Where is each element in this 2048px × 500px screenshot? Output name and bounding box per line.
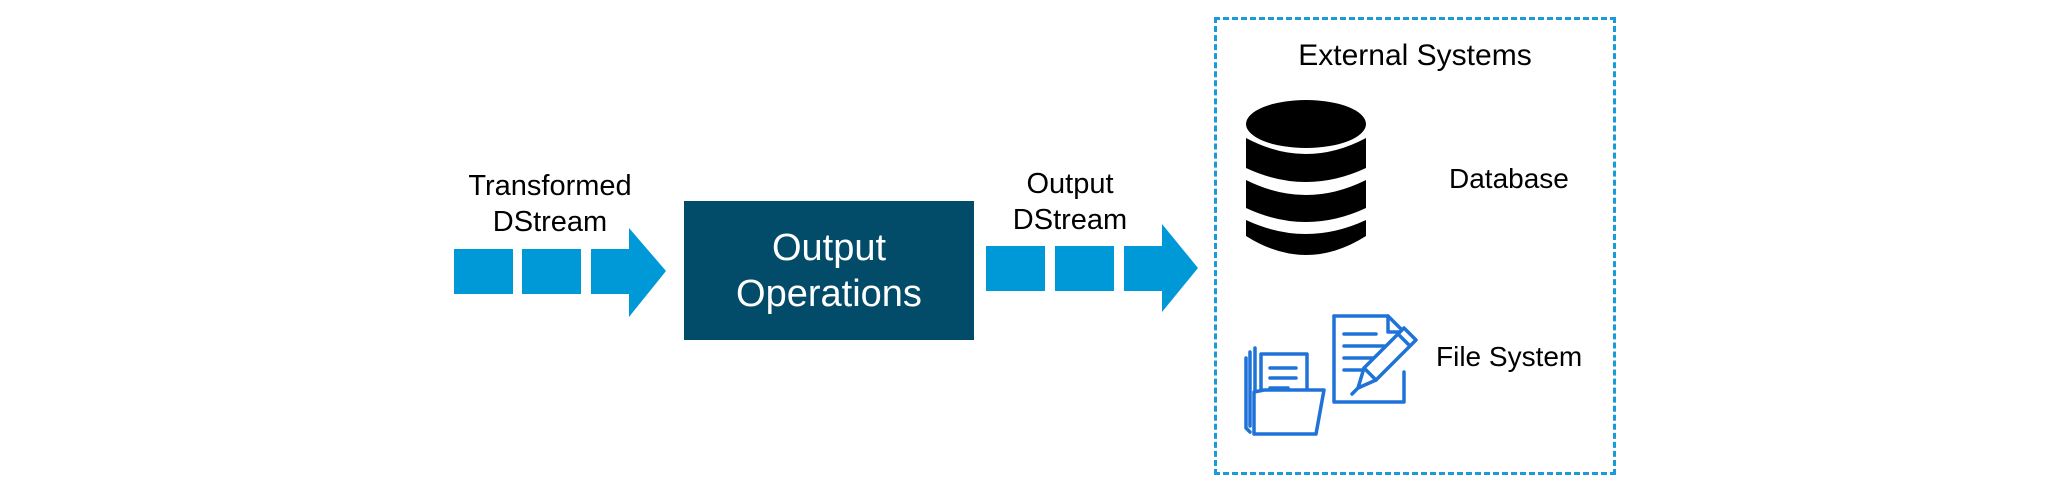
input-stream-block-1 [454, 249, 513, 294]
transformed-dstream-label-line1: Transformed [468, 170, 632, 202]
input-stream-block-2 [522, 249, 581, 294]
transformed-dstream-label: Transformed DStream [440, 168, 660, 240]
input-stream-arrow [454, 228, 666, 317]
output-stream-block-2 [1055, 246, 1114, 291]
external-systems-container [1214, 17, 1616, 475]
output-operations-line2: Operations [736, 272, 922, 315]
database-label: Database [1449, 163, 1569, 194]
output-dstream-label-line2: DStream [1012, 204, 1128, 236]
database-icon [1246, 100, 1366, 255]
output-stream-arrowhead [1124, 224, 1198, 312]
output-stream-block-1 [986, 246, 1045, 291]
folder-icon [1244, 346, 1326, 436]
transformed-dstream-label-line2: DStream [492, 206, 608, 238]
document-edit-icon [1332, 314, 1418, 404]
output-operations-box: Output Operations [684, 201, 974, 340]
output-operations-line1: Output [771, 226, 887, 269]
external-systems-title: External Systems [1298, 39, 1532, 72]
file-system-label: File System [1436, 341, 1583, 372]
file-system-icon [1244, 314, 1418, 436]
output-dstream-label-line1: Output [1026, 168, 1114, 200]
output-stream-arrow [986, 224, 1198, 312]
output-dstream-label: Output DStream [970, 166, 1170, 238]
input-stream-arrowhead [591, 228, 666, 317]
